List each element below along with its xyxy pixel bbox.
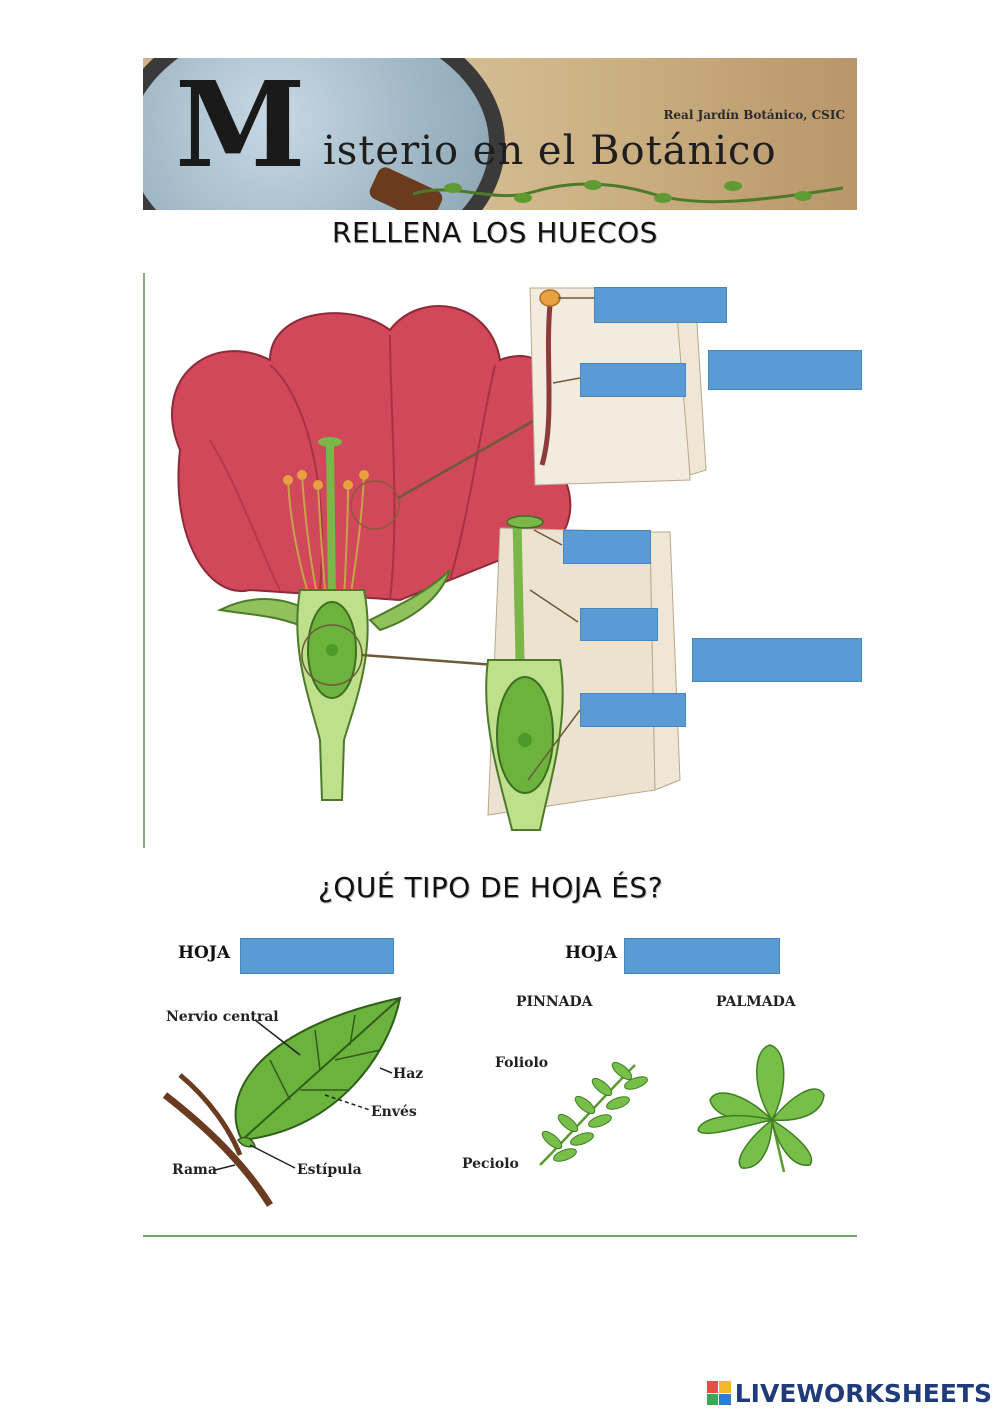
simple-leaf-icon bbox=[162, 996, 402, 1207]
fill-blanks-heading: RELLENA LOS HUECOS bbox=[332, 216, 658, 249]
blank-style[interactable] bbox=[580, 608, 658, 641]
pinnada-label: PINNADA bbox=[516, 994, 593, 1010]
blank-filament[interactable] bbox=[580, 363, 686, 397]
blank-stamen[interactable] bbox=[708, 350, 862, 390]
peciolo-label: Peciolo bbox=[462, 1156, 519, 1172]
liveworksheets-logo: LIVEWORKSHEETS bbox=[706, 1378, 992, 1408]
palmate-leaf-icon bbox=[697, 1044, 825, 1173]
enves-label: Envés bbox=[371, 1104, 417, 1120]
blank-leaf-type-compound[interactable] bbox=[624, 938, 780, 974]
magnifying-glass-icon bbox=[143, 58, 505, 210]
blank-pistil[interactable] bbox=[692, 638, 862, 682]
banner-title: isterio en el Botánico bbox=[323, 128, 777, 174]
blank-stigma[interactable] bbox=[563, 530, 651, 564]
pinnate-leaf-icon bbox=[539, 1061, 648, 1166]
rama-label: Rama bbox=[172, 1162, 217, 1178]
leaf-type-heading: ¿QUÉ TIPO DE HOJA ÉS? bbox=[318, 871, 664, 904]
estipula-label: Estípula bbox=[297, 1162, 362, 1178]
bottom-divider bbox=[143, 1235, 857, 1237]
hoja-right-label: HOJA bbox=[565, 943, 618, 963]
haz-label: Haz bbox=[393, 1066, 424, 1082]
blank-ovary[interactable] bbox=[580, 693, 686, 727]
flower-diagram bbox=[171, 287, 707, 831]
blank-anther[interactable] bbox=[594, 287, 727, 323]
hoja-left-label: HOJA bbox=[178, 943, 231, 963]
banner-subtitle: Real Jardín Botánico, CSIC bbox=[663, 108, 845, 122]
banner-initial: M bbox=[175, 58, 306, 194]
blank-leaf-type-simple[interactable] bbox=[240, 938, 394, 974]
foliolo-label: Foliolo bbox=[495, 1055, 549, 1071]
brand-text: LIVEWORKSHEETS bbox=[734, 1378, 992, 1408]
petals-icon bbox=[171, 305, 572, 602]
nervio-central-label: Nervio central bbox=[166, 1009, 279, 1025]
flower-frame-line bbox=[143, 273, 145, 848]
header-banner: M Real Jardín Botánico, CSIC isterio en … bbox=[143, 58, 857, 210]
palmada-label: PALMADA bbox=[716, 994, 796, 1010]
liveworksheets-logo-icon bbox=[706, 1381, 731, 1405]
vine-decoration-icon bbox=[413, 180, 843, 204]
